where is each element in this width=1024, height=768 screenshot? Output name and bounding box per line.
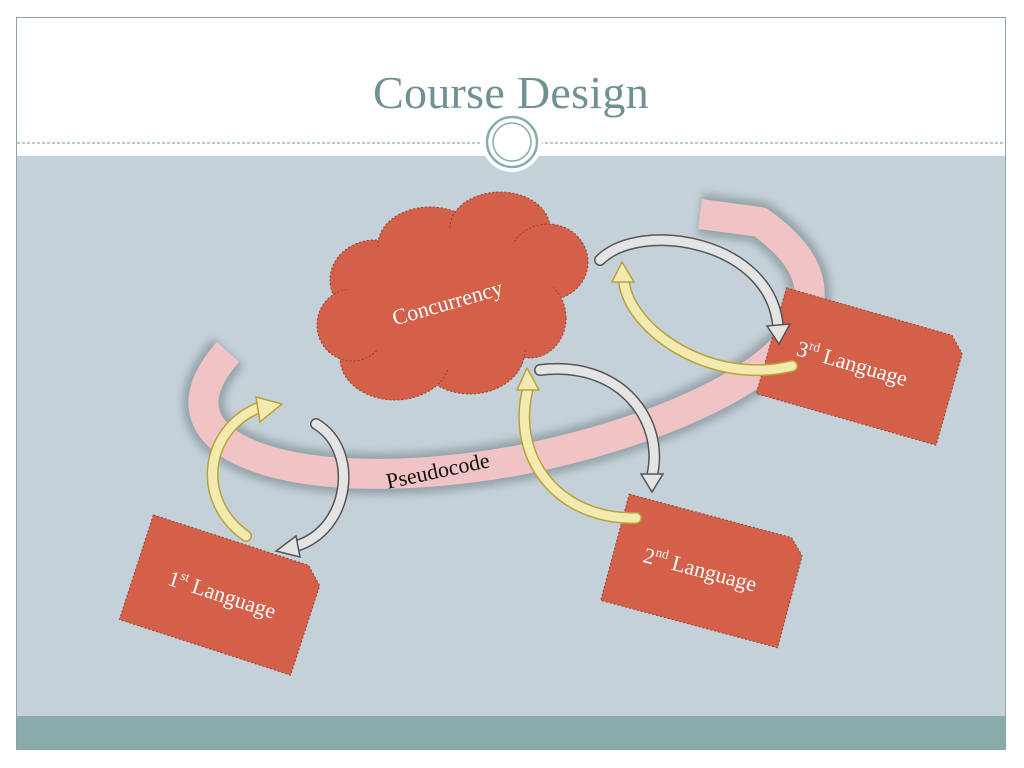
slide-title: Course Design [372, 67, 650, 118]
arrow-pseudocode-to-box2 [534, 362, 665, 494]
box-3-suffix: rd [808, 338, 823, 356]
footer-bar [17, 716, 1005, 750]
arrow-box2-to-pseudocode [515, 366, 642, 525]
box-third-language: 3rd Language [755, 287, 963, 446]
divider-circle-ornament [482, 112, 542, 172]
arrow-box3-to-pseudocode [610, 260, 798, 377]
arrow-box1-to-pseudocode [206, 395, 284, 542]
concurrency-cloud: Concurrency [316, 191, 589, 401]
arrow-pseudocode-to-box3 [594, 234, 792, 346]
box-first-language: 1st Language [118, 514, 321, 676]
arrow-pseudocode-to-box1 [274, 418, 350, 559]
box-second-language: 2nd Language [600, 493, 803, 649]
box-2-suffix: nd [654, 544, 671, 562]
